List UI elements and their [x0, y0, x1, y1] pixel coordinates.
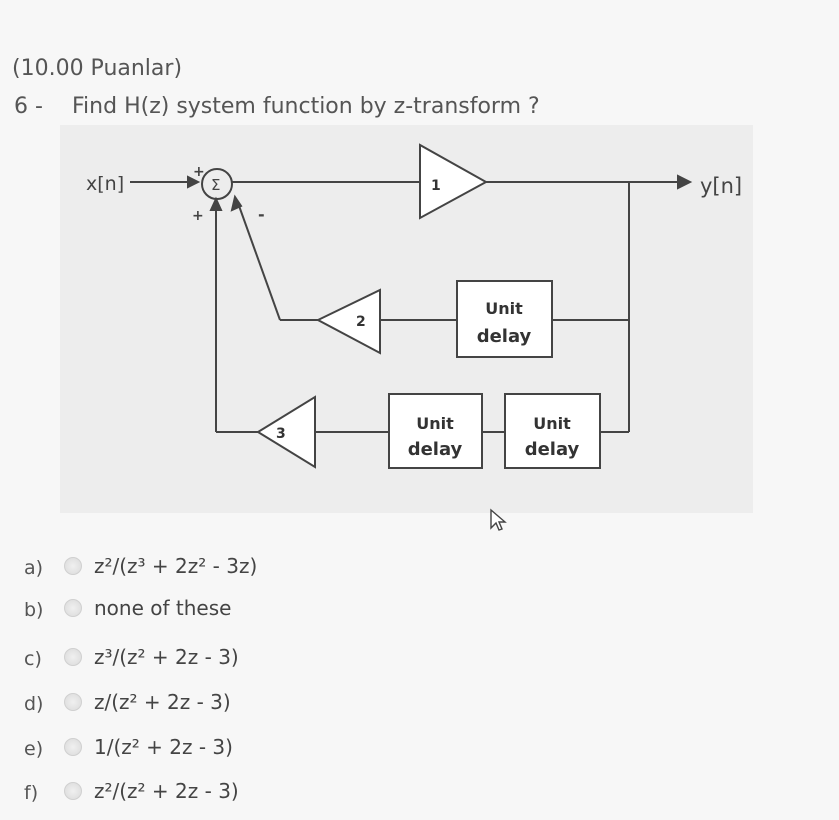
gain-label-2: 2 [356, 314, 366, 330]
feedback-arrow-2 [230, 194, 243, 212]
sign-plus-bottom: + [192, 208, 204, 224]
delay1-line2: delay [477, 326, 532, 347]
output-label: y[n] [700, 174, 742, 198]
points-label: (10.00 Puanlar) [12, 56, 183, 81]
option-letter: f) [24, 782, 39, 804]
delay3-line1: Unit [533, 414, 571, 433]
option-text: z²/(z² + 2z - 3) [94, 779, 239, 803]
unit-delay-block-1 [456, 280, 553, 358]
mouse-pointer-icon [490, 508, 507, 531]
feedback-arrow-3 [209, 196, 223, 211]
option-letter: a) [24, 557, 44, 579]
unit-delay-block-2 [388, 393, 483, 469]
option-text: z/(z² + 2z - 3) [94, 690, 231, 714]
gain-label-3: 3 [276, 426, 286, 442]
radio-button-icon[interactable] [64, 693, 82, 711]
feedback-line-2 [237, 202, 281, 321]
option-letter: d) [24, 693, 44, 715]
unit-delay-block-3 [504, 393, 601, 469]
question-number: 6 - [14, 94, 43, 119]
input-arrow [187, 175, 201, 189]
option-text: z³/(z² + 2z - 3) [94, 645, 239, 669]
option-letter: c) [24, 648, 42, 670]
gain-label-1: 1 [431, 178, 441, 194]
sign-minus: - [258, 205, 265, 224]
radio-button-icon[interactable] [64, 599, 82, 617]
radio-button-icon[interactable] [64, 648, 82, 666]
delay3-line2: delay [525, 439, 580, 460]
option-text: 1/(z² + 2z - 3) [94, 735, 233, 759]
radio-button-icon[interactable] [64, 557, 82, 575]
input-label: x[n] [86, 173, 124, 195]
option-text: none of these [94, 596, 232, 620]
block-diagram: x[n] y[n] Σ + + - 1 2 3 Unit delay Unit … [60, 125, 753, 513]
output-arrow [677, 174, 693, 190]
option-letter: e) [24, 738, 44, 760]
option-letter: b) [24, 599, 44, 621]
radio-button-icon[interactable] [64, 738, 82, 756]
radio-button-icon[interactable] [64, 782, 82, 800]
gain-block-3 [256, 395, 316, 469]
block-diagram-svg: x[n] y[n] Σ + + - 1 2 3 Unit delay Unit … [86, 143, 742, 469]
option-text: z²/(z³ + 2z² - 3z) [94, 554, 258, 578]
delay1-line1: Unit [485, 299, 523, 318]
sum-symbol: Σ [211, 176, 220, 194]
gain-block-2 [315, 288, 381, 355]
question-text: Find H(z) system function by z-transform… [72, 94, 540, 119]
delay2-line1: Unit [416, 414, 454, 433]
delay2-line2: delay [408, 439, 463, 460]
sign-plus-top: + [193, 164, 205, 180]
gain-block-1 [419, 143, 489, 220]
